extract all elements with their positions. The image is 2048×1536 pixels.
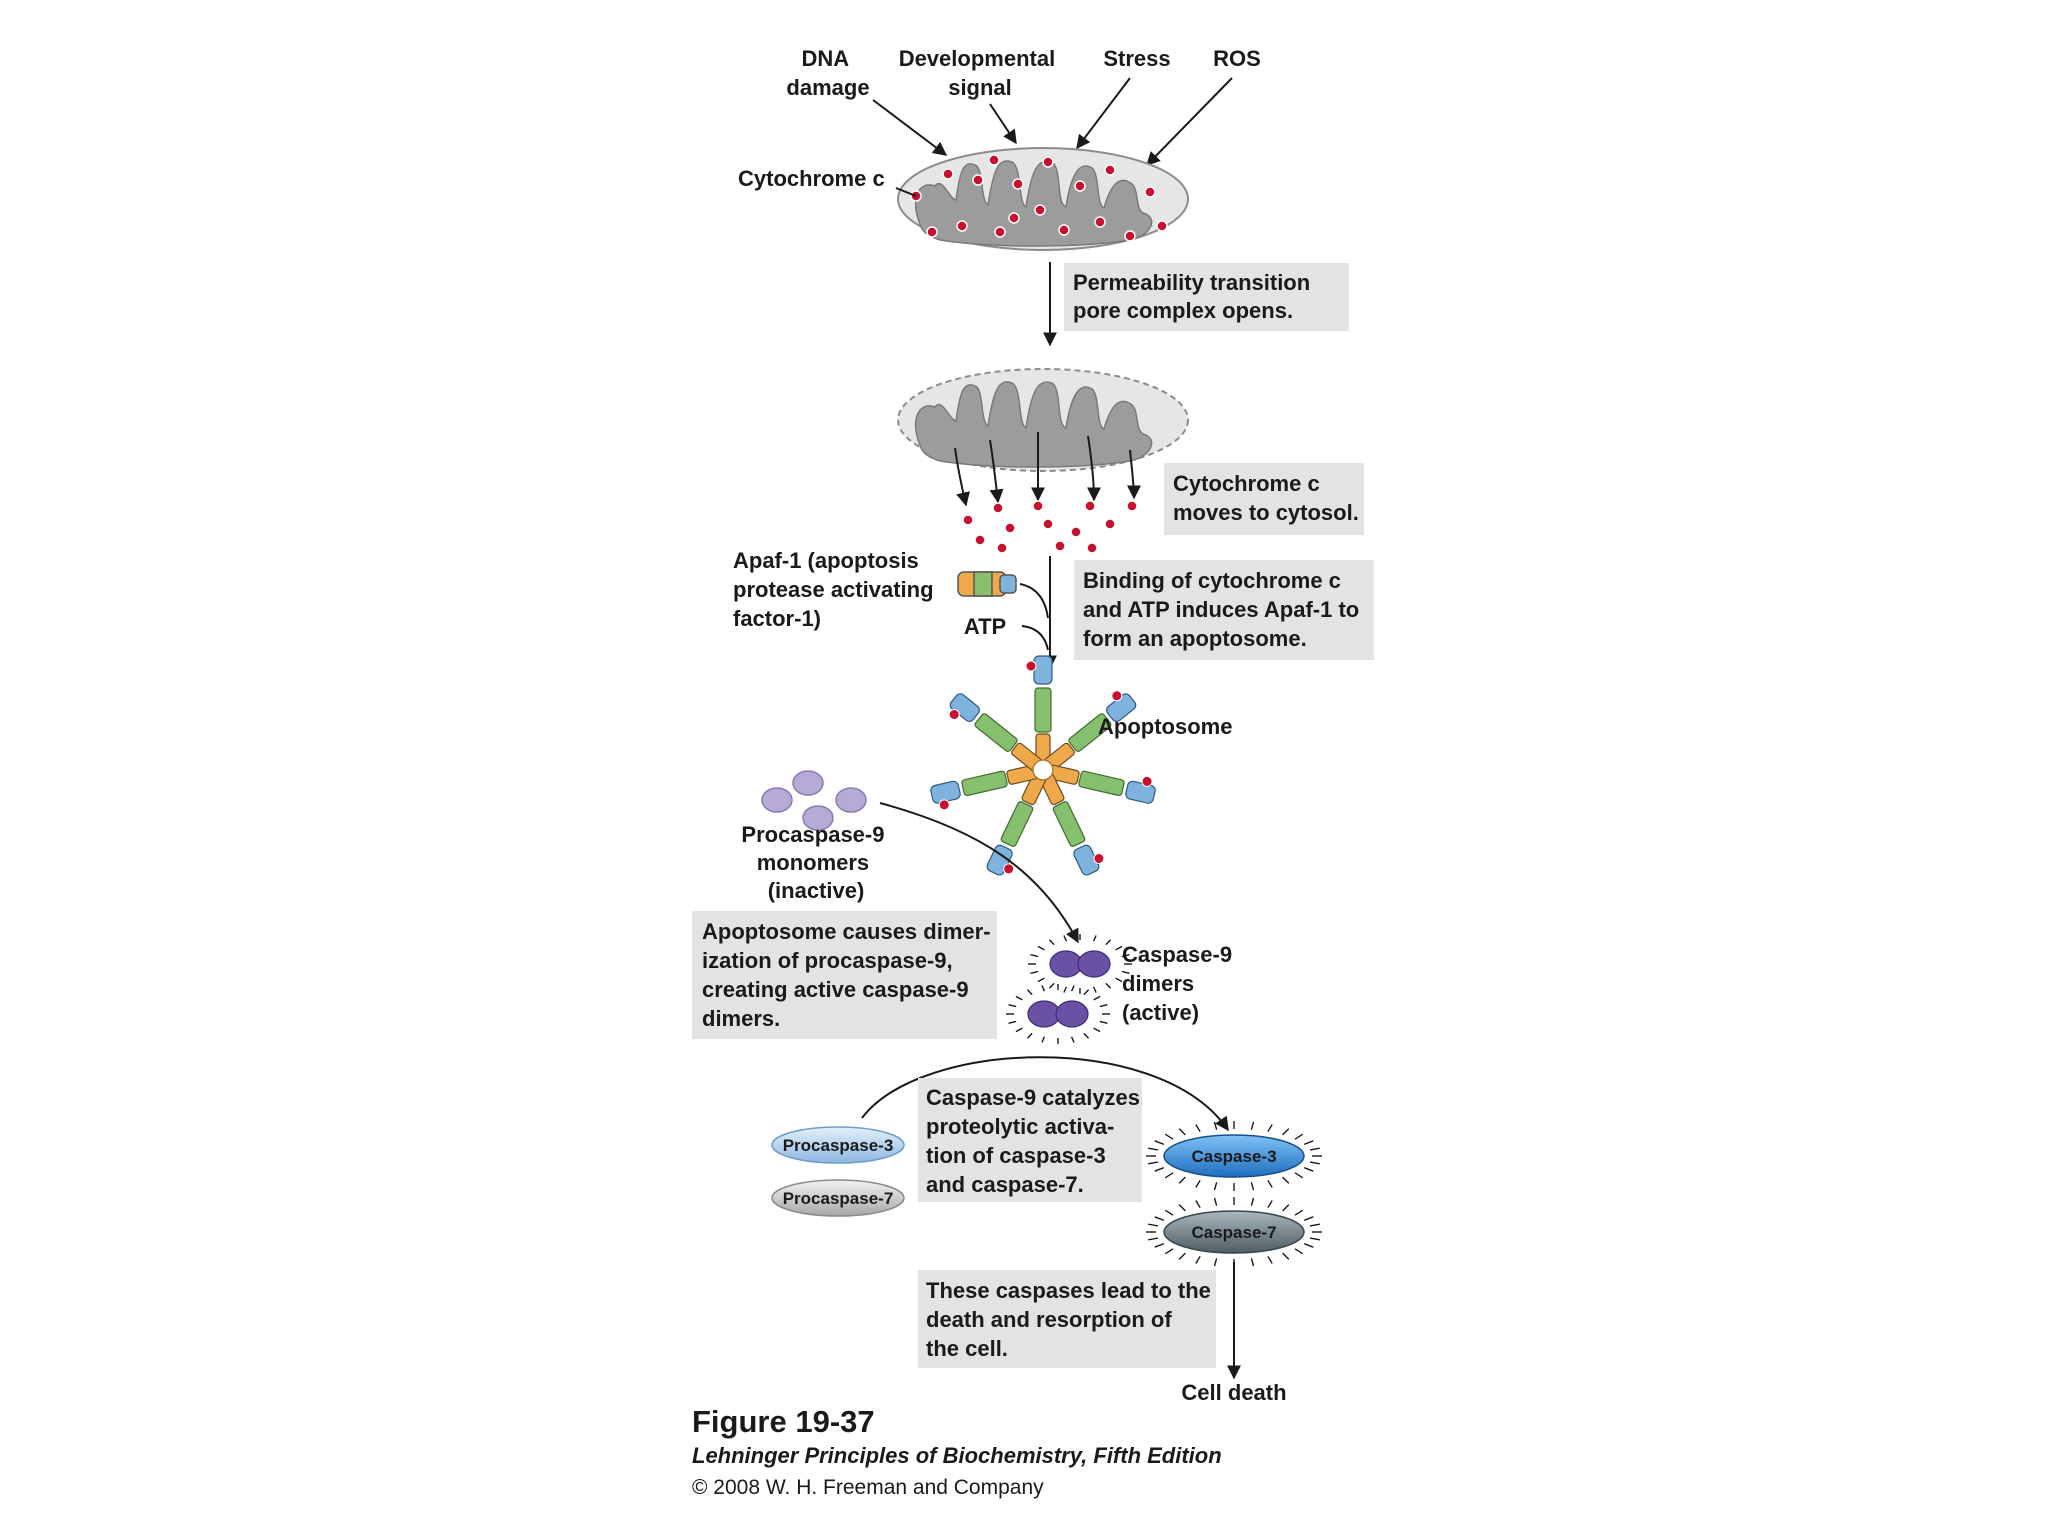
caspase3-label: Caspase-3: [1191, 1147, 1276, 1166]
cytochrome-c-pointer: [895, 187, 917, 197]
arrow-procaspase9-to-caspase9: [879, 802, 1079, 944]
trigger-ros: ROS: [1213, 46, 1261, 71]
label-caspase9: Caspase-9 dimers (active): [1122, 942, 1238, 1025]
label-procaspase9: Procaspase-9 monomers (inactive): [741, 822, 890, 903]
label-atp: ATP: [964, 614, 1006, 639]
caspase7-active: Caspase-7: [1146, 1197, 1322, 1267]
trigger-arrows: [872, 77, 1233, 167]
apoptosome-icon: [930, 655, 1156, 876]
box-catalyzes: [918, 1078, 1142, 1202]
label-apoptosome: Apoptosome: [1098, 714, 1232, 739]
box-dimerization: [692, 911, 997, 1039]
figure-book-title: Lehninger Principles of Biochemistry, Fi…: [692, 1443, 1222, 1468]
trigger-developmental-signal: Developmental signal: [899, 46, 1062, 100]
procaspase9-monomers-icon: [761, 770, 867, 831]
apaf1-icon: [957, 571, 1017, 597]
mitochondrion-intact: [897, 147, 1189, 251]
figure-copyright: © 2008 W. H. Freeman and Company: [692, 1476, 1044, 1499]
cytochrome-release-arrows: [954, 432, 1141, 507]
label-cytochrome-c: Cytochrome c: [738, 166, 885, 191]
caspase9-dimers-icon: [1006, 934, 1132, 1044]
arrow-caspase-activation: [861, 1056, 1229, 1132]
label-cell-death: Cell death: [1181, 1380, 1286, 1405]
cytochrome-c-cytosol: [962, 500, 1138, 554]
box-permeability-text: Permeability transition pore complex ope…: [1073, 270, 1316, 323]
procaspase3-label: Procaspase-3: [783, 1136, 894, 1155]
box-permeability: [1064, 263, 1349, 331]
box-cytosol: [1164, 463, 1364, 535]
procaspase7-label: Procaspase-7: [783, 1189, 894, 1208]
procaspase3-pill: Procaspase-3: [771, 1126, 905, 1164]
box-death: [918, 1270, 1216, 1368]
trigger-stress: Stress: [1103, 46, 1170, 71]
box-cytosol-text: Cytochrome c moves to cytosol.: [1173, 471, 1359, 525]
label-apaf1: Apaf-1 (apoptosis protease activating fa…: [733, 548, 940, 631]
figure-number: Figure 19-37: [692, 1404, 875, 1439]
box-catalyzes-text: Caspase-9 catalyzes proteolytic activa- …: [926, 1085, 1146, 1197]
box-binding-text: Binding of cytochrome c and ATP induces …: [1083, 568, 1365, 651]
box-dimerization-text: Apoptosome causes dimer- ization of proc…: [702, 919, 997, 1031]
mitochondrion-permeabilized: [897, 368, 1189, 472]
apaf1-join-arrows: [1019, 583, 1049, 651]
caspase3-active: Caspase-3: [1146, 1121, 1322, 1191]
trigger-dna-damage: DNA damage: [786, 46, 869, 100]
box-binding: [1074, 560, 1374, 660]
caspase7-label: Caspase-7: [1191, 1223, 1276, 1242]
box-death-text: These caspases lead to the death and res…: [926, 1278, 1217, 1361]
procaspase7-pill: Procaspase-7: [771, 1179, 905, 1217]
